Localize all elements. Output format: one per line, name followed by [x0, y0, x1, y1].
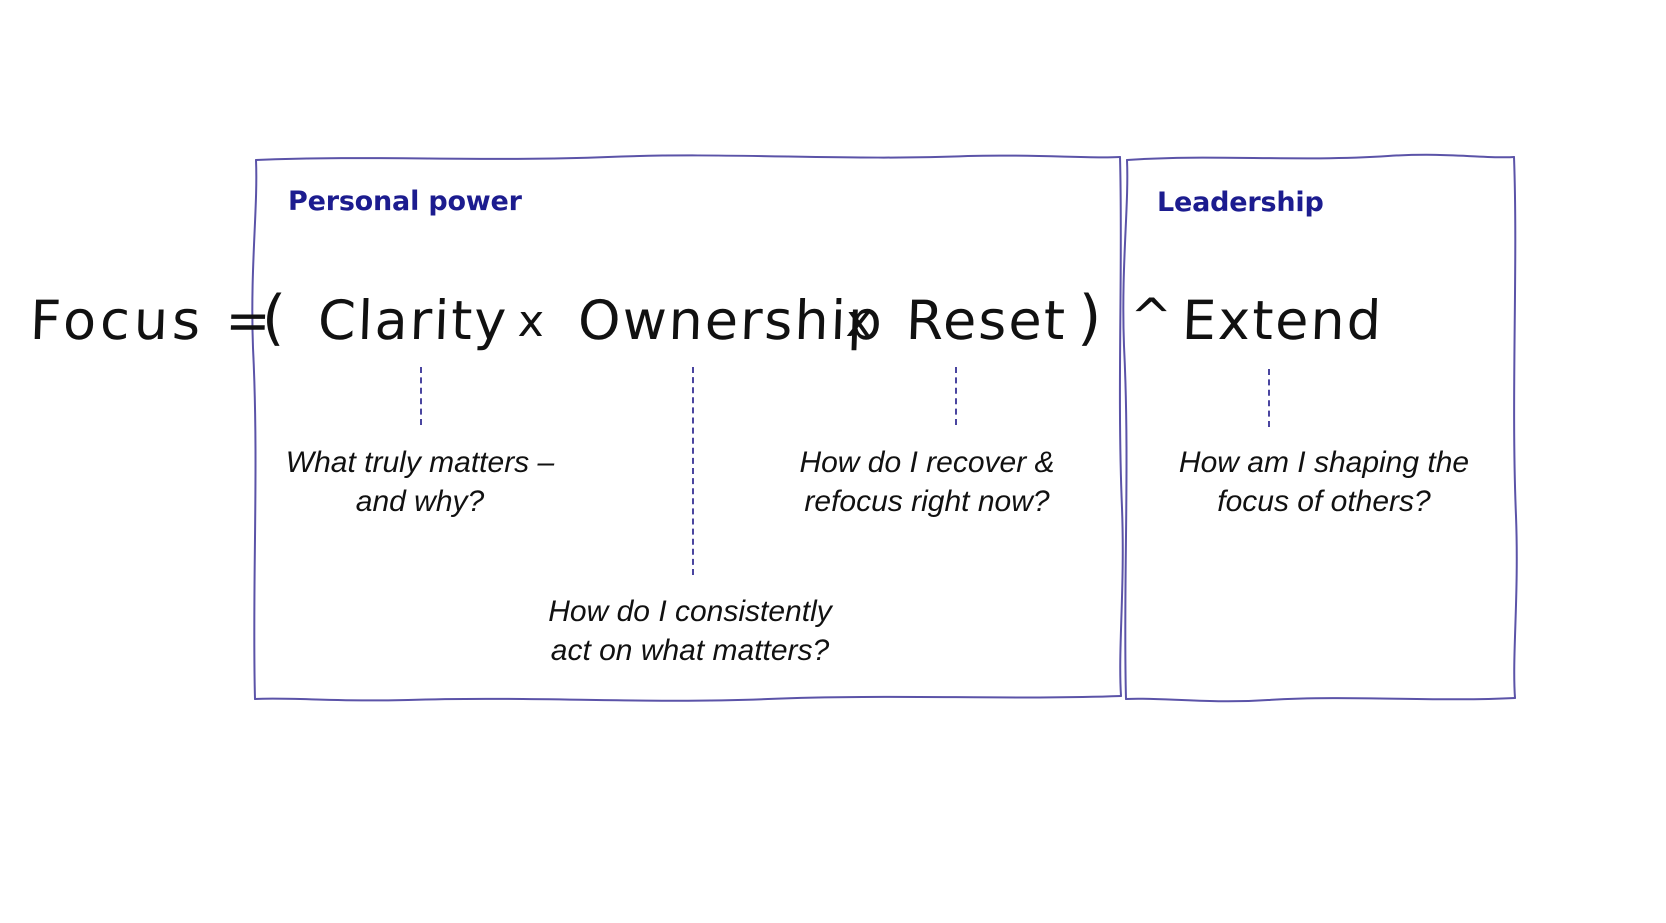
annotation-ownership: How do I consistently act on what matter…	[548, 595, 832, 667]
focus-formula: Focus = ( Clarity x Ownership x Reset ) …	[0, 282, 1666, 368]
connector-line-clarity	[420, 367, 422, 425]
formula-left-hand-side: Focus =	[28, 289, 276, 352]
annotation-reset: How do I recover & refocus right now?	[799, 446, 1055, 518]
formula-open-paren: (	[260, 283, 289, 353]
formula-close-paren: )	[1076, 283, 1105, 353]
formula-multiply-operator-1: x	[517, 296, 547, 347]
annotation-extend: How am I shaping the focus of others?	[1178, 446, 1470, 518]
formula-factor-clarity: Clarity	[316, 289, 510, 352]
leadership-box	[1118, 146, 1522, 708]
formula-factor-ownership: Ownership	[576, 289, 886, 352]
connector-line-reset	[955, 367, 957, 425]
connector-line-ownership	[692, 367, 694, 575]
formula-exponent-extend: Extend	[1180, 289, 1385, 352]
formula-multiply-operator-2: x	[845, 296, 875, 347]
leadership-heading: Leadership	[1157, 187, 1324, 218]
formula-exponent-operator: ^	[1128, 288, 1173, 346]
personal-power-heading: Personal power	[288, 186, 522, 217]
formula-factor-reset: Reset	[904, 289, 1068, 352]
connector-line-extend	[1268, 369, 1270, 427]
annotation-clarity: What truly matters – and why?	[285, 446, 555, 518]
